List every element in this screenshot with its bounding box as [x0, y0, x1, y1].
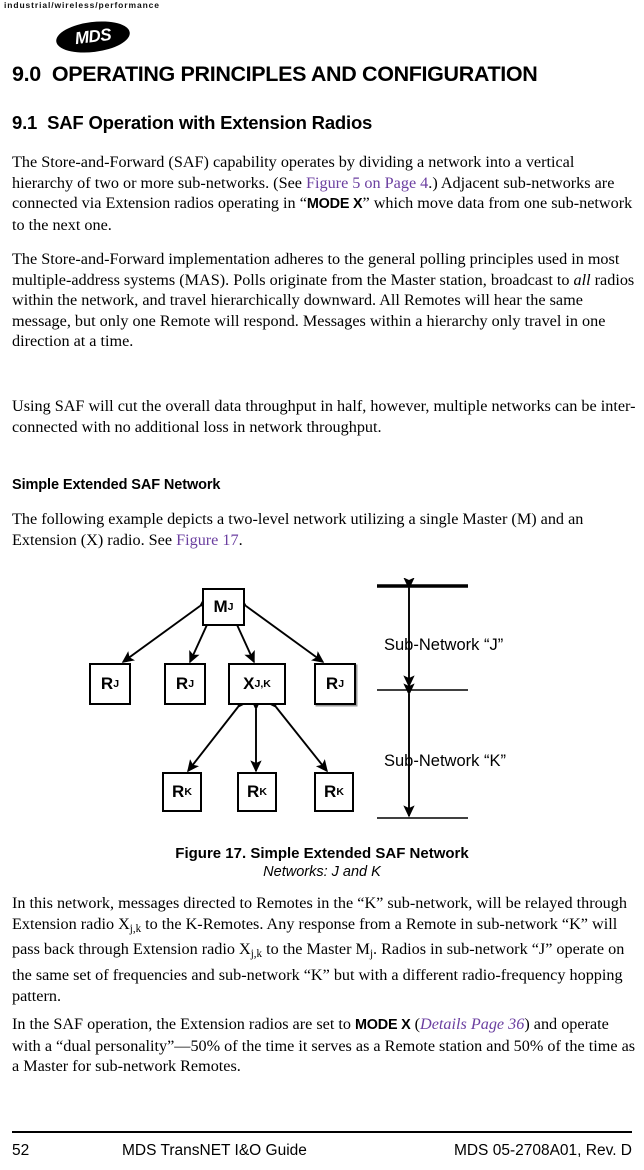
p5-subscript-1: j,k: [129, 922, 142, 935]
p6-text-c: ) and operate with a “dual personality”—…: [12, 1015, 636, 1076]
subsection-number: 9.1: [12, 112, 38, 133]
node-remote-j-2-letter: R: [175, 674, 189, 693]
p6-mode-x-label: MODE X: [355, 1017, 411, 1033]
p5-text-d: . Radios in sub-network “J” operate on t…: [12, 940, 625, 1005]
node-remote-j-2-subscript: J: [188, 678, 195, 690]
p6-text-b: (: [410, 1015, 421, 1033]
masthead-tagline: industrial/wireless/performance: [4, 0, 160, 10]
node-remote-j-1-letter: R: [100, 674, 114, 693]
node-remote-j-1-subscript: J: [113, 678, 120, 690]
node-remote-k-2-subscript: K: [259, 786, 267, 798]
p1-mode-x-label: MODE X: [306, 196, 363, 213]
node-extension-subscript: J,K: [254, 678, 271, 690]
section-heading: 9.0 OPERATING PRINCIPLES AND CONFIGURATIO…: [12, 62, 636, 87]
node-remote-j-3-subscript: J: [338, 678, 345, 690]
p4-text-a: The following example depicts a two-leve…: [12, 510, 584, 549]
paragraph-example-intro: The following example depicts a two-leve…: [12, 509, 636, 550]
subsection-title: SAF Operation with Extension Radios: [47, 112, 373, 133]
paragraph-throughput: Using SAF will cut the overall data thro…: [12, 396, 636, 437]
logo-text: MDS: [73, 24, 113, 49]
footer-guide-title: MDS TransNET I&O Guide: [122, 1142, 307, 1159]
footer-page-number: 52: [12, 1142, 30, 1159]
p5-text-b: to the K-Remotes. Any response from a Re…: [12, 914, 618, 959]
node-remote-k-3-subscript: K: [336, 786, 344, 798]
paragraph-mode-x-dual-personality: In the SAF operation, the Extension radi…: [12, 1014, 636, 1077]
sub-subsection-heading: Simple Extended SAF Network: [12, 477, 221, 493]
link-figure-17[interactable]: Figure 17: [176, 530, 239, 549]
link-figure-5-page-4[interactable]: Figure 5 on Page 4: [305, 173, 429, 192]
node-remote-k-2-letter: R: [247, 782, 260, 801]
node-remote-k-3-letter: R: [324, 782, 337, 801]
p2-text-b: radios within the network, and travel hi…: [12, 270, 635, 351]
node-remote-k-1-subscript: K: [184, 786, 192, 798]
paragraph-saf-capability: The Store-and-Forward (SAF) capability o…: [12, 152, 636, 235]
node-master-subscript: J: [227, 601, 234, 613]
p5-subscript-3: j: [369, 948, 373, 961]
p2-emphasis-all: all: [573, 270, 591, 289]
paragraph-polling-principles: The Store-and-Forward implementation adh…: [12, 249, 636, 352]
p1-text-c: ” which move data from one sub-network t…: [12, 194, 633, 234]
page-footer: 52 MDS TransNET I&O Guide MDS 05-2708A01…: [12, 1142, 632, 1160]
p1-text-a: The Store-and-Forward (SAF) capability o…: [12, 153, 575, 192]
node-master-letter: M: [213, 597, 228, 616]
p5-text-c: to the Master M: [262, 940, 370, 959]
section-title: OPERATING PRINCIPLES AND CONFIGURATION: [51, 62, 538, 86]
subnet-label-k: Sub-Network “K”: [384, 752, 506, 770]
subnet-label-j: Sub-Network “J”: [384, 636, 504, 654]
node-remote-k-1-letter: R: [172, 782, 185, 801]
figure-caption-subtitle: Networks: J and K: [263, 864, 381, 880]
section-number: 9.0: [12, 62, 41, 86]
figure-caption-title: Figure 17. Simple Extended SAF Network: [175, 845, 469, 862]
diagram-connector-arrows: [121, 578, 468, 819]
node-remote-j-3-letter: R: [325, 674, 339, 693]
p2-text-a: The Store-and-Forward implementation adh…: [12, 250, 620, 289]
node-extension-letter: X: [243, 674, 255, 693]
link-details-page-36[interactable]: Details Page 36: [420, 1015, 525, 1033]
paragraph-message-routing: In this network, messages directed to Re…: [12, 893, 636, 1006]
p4-text-b: .: [238, 530, 243, 549]
p5-text-a: In this network, messages directed to Re…: [12, 894, 627, 933]
footer-divider: [12, 1131, 632, 1133]
mds-logo: MDS: [54, 17, 132, 57]
p1-text-b: .) Adjacent sub-networks are connected v…: [12, 173, 615, 213]
subsection-heading: 9.1 SAF Operation with Extension Radios: [12, 112, 636, 134]
footer-document-id: MDS 05-2708A01, Rev. D: [453, 1142, 632, 1159]
p6-text-a: In the SAF operation, the Extension radi…: [12, 1015, 356, 1033]
p3-text: Using SAF will cut the overall data thro…: [12, 397, 636, 436]
p5-subscript-2: j,k: [250, 948, 263, 961]
